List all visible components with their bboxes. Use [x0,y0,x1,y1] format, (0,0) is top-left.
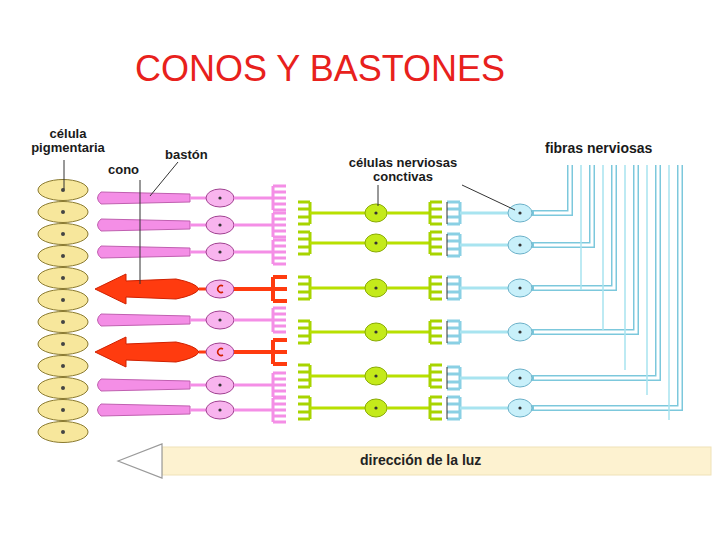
light-direction-arrow: dirección de la luz [116,443,713,479]
bipolar-cells [298,202,442,419]
part-label: célula pigmentaria [20,127,116,156]
nerve-fibers [532,165,680,420]
pigment-cells [38,180,88,443]
part-label: fibras nerviosas [545,141,725,156]
arrow-head [118,444,162,478]
leader-lines [64,160,515,284]
part-label: bastón [165,148,235,162]
part-label: células nerviosas conctivas [328,156,478,185]
arrow-band [162,447,711,475]
ganglion-cells [447,202,532,419]
arrow-text: dirección de la luz [360,452,481,468]
part-label: cono [108,163,158,177]
cone-cells [95,274,287,367]
diagram-title: CONOS Y BASTONES [135,48,505,90]
